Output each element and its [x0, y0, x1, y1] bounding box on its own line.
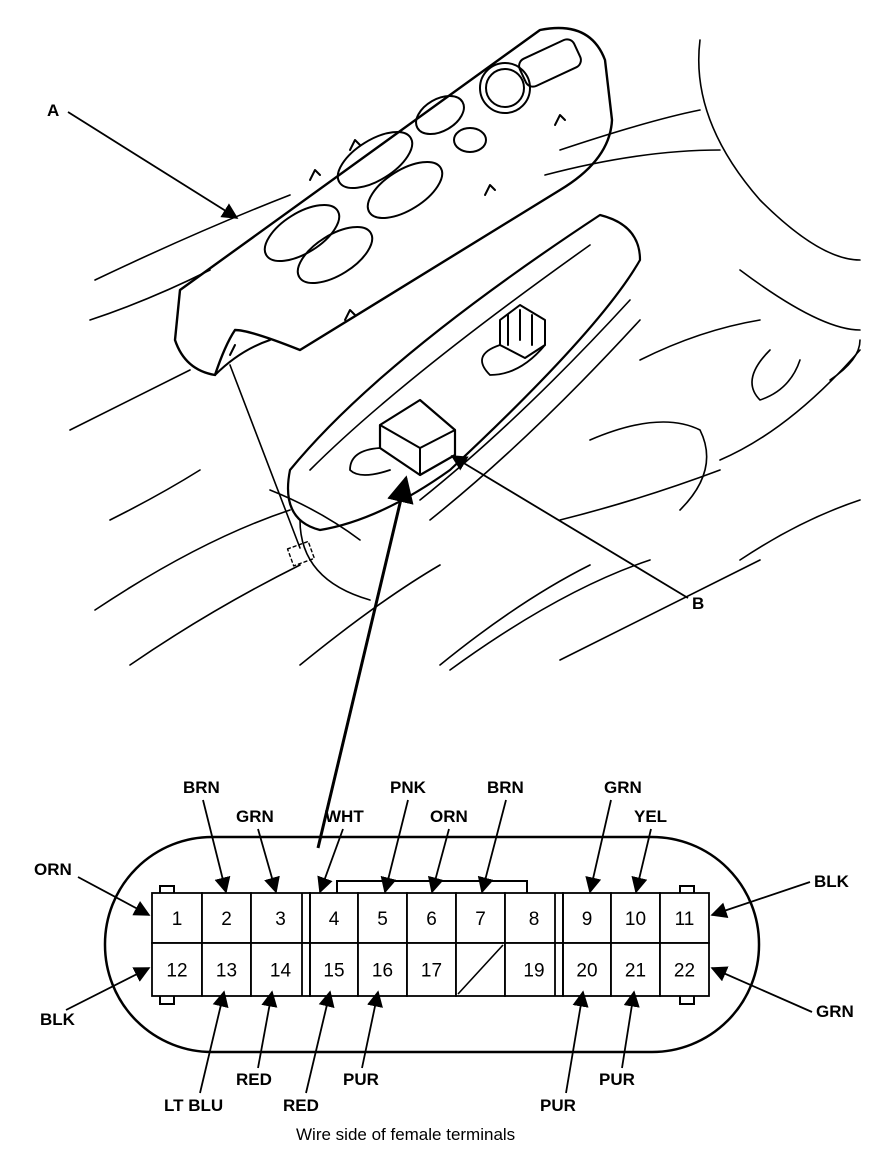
callout-b-leader	[450, 455, 689, 599]
terminal-number: 2	[221, 909, 232, 930]
terminal-number: 8	[529, 909, 540, 930]
connector-housing	[103, 835, 761, 1054]
terminal-number: 17	[421, 961, 442, 982]
terminal-number: 6	[426, 909, 437, 930]
wire-label-11: BLK	[814, 872, 850, 891]
terminal-number: 13	[216, 961, 237, 982]
wire-label-14: RED	[236, 1070, 272, 1089]
terminal-number: 1	[172, 909, 183, 930]
wire-label-13: LT BLU	[164, 1096, 223, 1115]
terminal-number: 4	[329, 909, 340, 930]
wire-label-2: BRN	[183, 778, 220, 797]
terminal-cell	[659, 942, 710, 997]
terminal-cell	[406, 892, 457, 944]
terminal-cell	[504, 942, 564, 997]
terminal-number: 19	[523, 961, 544, 982]
terminal-number: 22	[674, 961, 695, 982]
terminal-number: 3	[275, 909, 286, 930]
terminal-cell	[250, 942, 311, 997]
terminal-cell	[357, 892, 408, 944]
terminal-number: 10	[625, 909, 646, 930]
wire-label-22: GRN	[816, 1002, 854, 1021]
wire-label-1: ORN	[34, 860, 72, 879]
wire-label-4: WHT	[325, 807, 364, 826]
wire-label-21: PUR	[599, 1070, 635, 1089]
terminal-number: 20	[576, 961, 597, 982]
terminal-number: 7	[475, 909, 486, 930]
terminal-number: 15	[323, 961, 344, 982]
wire-label-20: PUR	[540, 1096, 576, 1115]
connector-link-arrow	[316, 475, 414, 849]
terminal-cell	[610, 892, 661, 944]
terminal-cell	[151, 942, 203, 997]
terminal-cell	[504, 892, 564, 944]
terminal-cell	[455, 892, 506, 944]
wire-label-7: BRN	[487, 778, 524, 797]
wire-label-16: PUR	[343, 1070, 379, 1089]
wire-labels: ORN BRN GRN WHT PNK ORN BRN GRN YEL BLK …	[34, 778, 854, 1115]
terminal-number: 16	[372, 961, 393, 982]
wire-label-3: GRN	[236, 807, 274, 826]
terminal-number: 11	[675, 909, 695, 930]
terminal-cell	[406, 942, 457, 997]
wire-label-6: ORN	[430, 807, 468, 826]
wire-label-10: YEL	[634, 807, 667, 826]
wire-label-15: RED	[283, 1096, 319, 1115]
wire-label-5: PNK	[390, 778, 427, 797]
callout-a: A	[47, 101, 59, 120]
callout-b: B	[692, 594, 704, 613]
callout-a-leader	[67, 111, 239, 219]
diagram-caption: Wire side of female terminals	[296, 1125, 515, 1144]
terminal-number: 21	[625, 961, 646, 982]
terminal-number: 5	[377, 909, 388, 930]
empty-terminal-slash	[457, 944, 504, 995]
wire-label-9: GRN	[604, 778, 642, 797]
terminal-number: 9	[582, 909, 593, 930]
terminal-cell	[201, 942, 252, 997]
console-illustration	[69, 26, 861, 671]
terminal-number: 12	[166, 961, 187, 982]
wire-label-12: BLK	[40, 1010, 76, 1029]
wire-leaders	[65, 799, 813, 1094]
terminal-number: 14	[270, 961, 292, 982]
